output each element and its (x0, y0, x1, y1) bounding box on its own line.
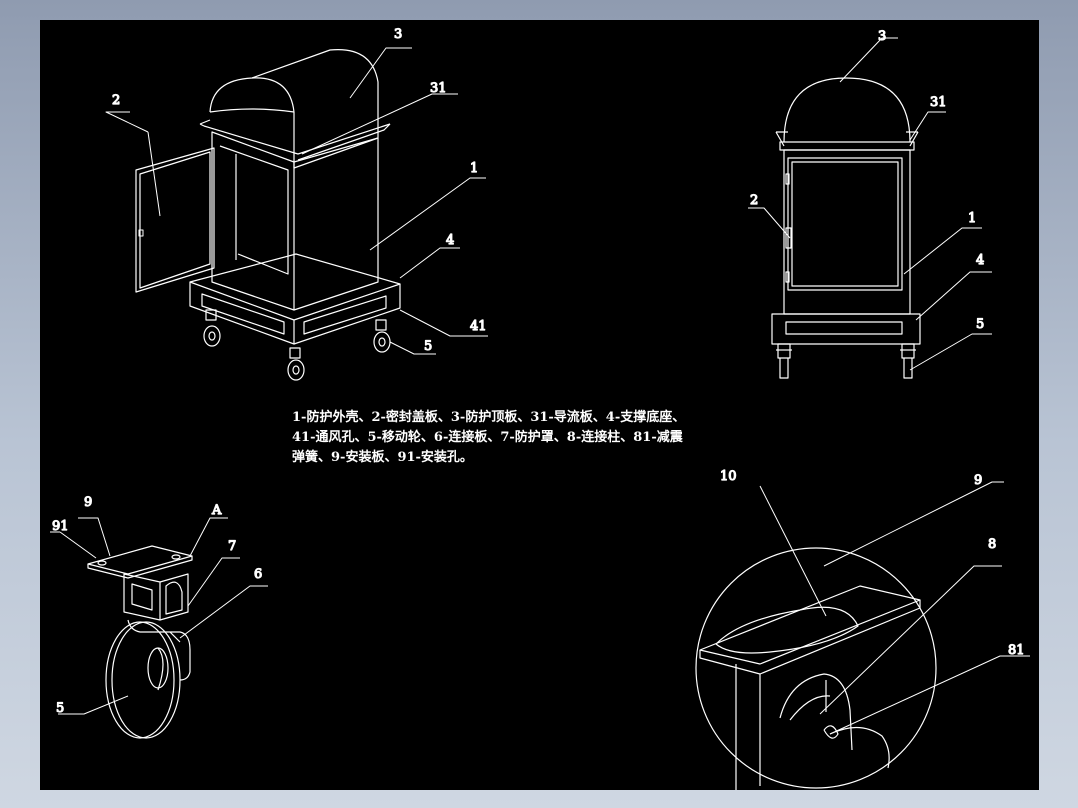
detail-circle (695, 547, 937, 789)
cad-drawing: 3 31 2 1 4 41 5 3 31 2 1 4 5 9 A 91 7 6 … (50, 26, 1030, 790)
iso-wheel (287, 347, 305, 381)
caster-wheel (105, 621, 181, 739)
label-iso-5: 5 (424, 339, 432, 354)
detail-connecting-column (779, 673, 853, 751)
iso-wheel (203, 309, 221, 347)
label-iso-2: 2 (112, 93, 120, 108)
iso-door (135, 147, 215, 293)
drawing-canvas: 3 31 2 1 4 41 5 3 31 2 1 4 5 9 A 91 7 6 … (40, 20, 1039, 790)
front-vent-hole (785, 321, 903, 335)
label-wheel-9: 9 (84, 495, 92, 510)
label-front-3: 3 (878, 29, 886, 44)
mounting-hole (171, 554, 181, 560)
label-front-5: 5 (976, 317, 984, 332)
label-iso-41: 41 (470, 319, 487, 334)
label-front-1: 1 (968, 211, 976, 226)
label-detail-10: 10 (720, 469, 737, 484)
iso-vent-hole (201, 293, 285, 335)
label-wheel-91: 91 (52, 519, 69, 534)
legend-text: 1-防护外壳、2-密封盖板、3-防护顶板、31-导流板、4-支撑底座、 41-通… (292, 408, 772, 468)
iso-vent-hole (303, 295, 387, 335)
legend-line: 弹簧、9-安装板、91-安装孔。 (292, 450, 473, 465)
isometric-view (105, 47, 488, 381)
detail-damping-spring (829, 726, 890, 769)
front-top-plate (783, 77, 911, 143)
label-wheel-6: 6 (254, 567, 262, 582)
label-detail-9: 9 (974, 473, 982, 488)
label-front-31: 31 (930, 95, 947, 110)
front-door (787, 157, 903, 291)
iso-wheel (373, 319, 391, 353)
label-detail-8: 8 (988, 537, 996, 552)
connecting-plate (127, 619, 191, 681)
label-iso-3: 3 (394, 27, 402, 42)
protective-cover (123, 573, 161, 621)
label-iso-1: 1 (470, 161, 478, 176)
detail-mounting-plate (699, 585, 921, 665)
label-wheel-7: 7 (228, 539, 236, 554)
label-wheel-A: A (211, 503, 222, 518)
front-wheel (900, 343, 916, 379)
legend-line: 1-防护外壳、2-密封盖板、3-防护顶板、31-导流板、4-支撑底座、 (292, 410, 686, 425)
front-wheel (776, 343, 792, 379)
enlarged-detail-view (695, 481, 1030, 790)
caster-wheel-view (50, 517, 268, 739)
mounting-hole (97, 560, 107, 566)
label-front-4: 4 (976, 253, 984, 268)
mounting-plate (87, 545, 193, 575)
label-front-2: 2 (750, 193, 758, 208)
legend-line: 41-通风孔、5-移动轮、6-连接板、7-防护罩、8-连接柱、81-减震 (292, 430, 683, 445)
label-iso-31: 31 (430, 81, 447, 96)
front-base (771, 313, 921, 345)
iso-top-plate (209, 49, 379, 169)
label-detail-81: 81 (1008, 643, 1025, 658)
iso-shell (211, 131, 295, 311)
label-wheel-5: 5 (56, 701, 64, 716)
front-view (748, 37, 992, 379)
label-iso-4: 4 (446, 233, 454, 248)
